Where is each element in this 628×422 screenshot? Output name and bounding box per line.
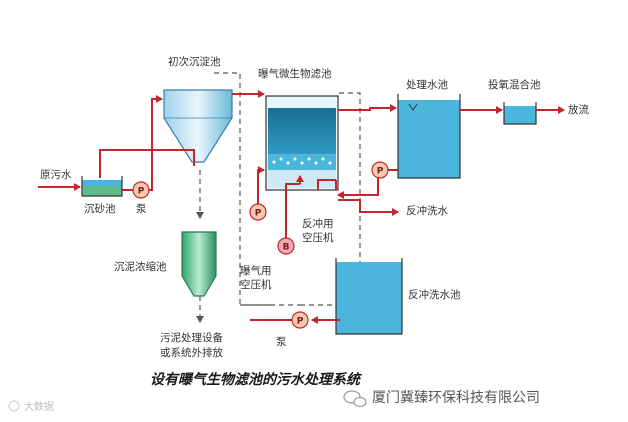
pump-backwash: P bbox=[371, 161, 389, 179]
sludge-disposal-label-1: 污泥处理设备 bbox=[160, 331, 223, 344]
diagram-caption: 设有曝气生物滤池的污水处理系统 bbox=[150, 371, 363, 388]
svg-text:B: B bbox=[283, 243, 290, 253]
backwash-tank bbox=[335, 258, 403, 335]
wechat-logo-icon bbox=[343, 390, 367, 408]
pump-aeration: P bbox=[249, 203, 267, 221]
backwash-compressor-label-1: 反冲用 bbox=[302, 217, 334, 230]
primary-tank-label: 初次沉淀池 bbox=[168, 55, 221, 68]
pump-bottom-label: 泵 bbox=[276, 336, 287, 348]
primary-tank bbox=[163, 89, 233, 163]
raw-water-label: 原污水 bbox=[40, 169, 72, 181]
backwash-water-label: 反冲洗水 bbox=[406, 204, 448, 217]
pump-main-label: 泵 bbox=[136, 203, 147, 215]
backwash-compressor-label-2: 空压机 bbox=[302, 231, 334, 244]
aeration-compressor-label-1: 曝气用 bbox=[240, 264, 272, 277]
blower-backwash: B bbox=[277, 237, 295, 255]
corner-logo-icon bbox=[8, 400, 20, 412]
sludge-thickener bbox=[181, 231, 217, 297]
svg-text:P: P bbox=[297, 317, 304, 327]
baf-label: 曝气微生物滤池 bbox=[258, 67, 332, 80]
pump-main: P bbox=[132, 181, 150, 199]
contact-tank-label: 投氧混合池 bbox=[488, 78, 541, 91]
svg-text:P: P bbox=[377, 167, 384, 177]
corner-watermark: 大数据 bbox=[24, 400, 54, 413]
backwash-tank-label: 反冲洗水池 bbox=[408, 288, 461, 301]
thickener-label: 沉泥浓缩池 bbox=[114, 260, 167, 273]
grit-chamber-label: 沉砂池 bbox=[84, 202, 116, 215]
aeration-compressor-label-2: 空压机 bbox=[240, 278, 272, 291]
company-watermark: 厦门冀臻环保科技有限公司 bbox=[372, 390, 540, 406]
flow-lines bbox=[38, 90, 565, 324]
pump-bottom: P bbox=[291, 311, 309, 329]
sludge-disposal-label-2: 或系统外排放 bbox=[160, 346, 223, 359]
discharge-label: 放流 bbox=[568, 103, 589, 116]
baf-filter bbox=[265, 95, 339, 191]
contact-tank bbox=[503, 102, 537, 125]
treated-water-tank bbox=[397, 94, 461, 179]
treated-tank-label: 处理水池 bbox=[406, 78, 448, 91]
grit-chamber bbox=[81, 176, 123, 197]
svg-text:P: P bbox=[138, 187, 145, 197]
svg-text:P: P bbox=[255, 209, 262, 219]
